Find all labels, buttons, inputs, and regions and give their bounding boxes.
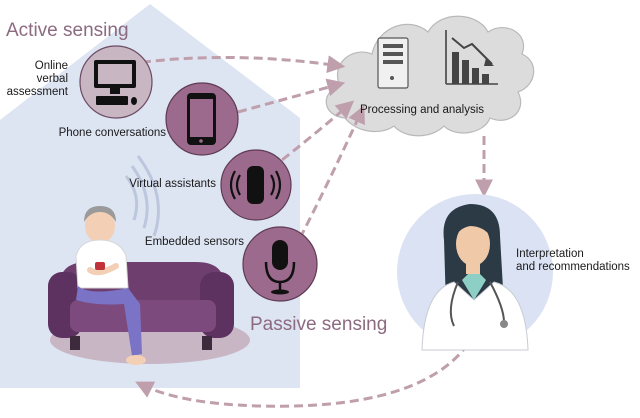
phone-icon — [187, 93, 216, 145]
active-sensing-heading: Active sensing — [6, 20, 129, 41]
interpretation-line-2: and recommendations — [516, 261, 630, 273]
processing-label: Processing and analysis — [360, 104, 485, 116]
signal-waves-icon — [124, 155, 160, 237]
smart-speaker-icon — [229, 166, 282, 204]
chart-icon — [445, 30, 498, 85]
online-assessment-line-2: verbal — [36, 73, 68, 85]
microphone-icon — [264, 240, 296, 295]
doctor-figure — [421, 204, 529, 351]
elderly-person — [75, 206, 146, 365]
server-icon — [377, 37, 409, 89]
computer-icon — [94, 60, 137, 105]
data-flow-arrows — [127, 55, 493, 408]
interpretation-line-1: Interpretation — [516, 248, 584, 260]
virtual-assistants-label: Virtual assistants — [129, 178, 216, 190]
interpretation-label: Interpretation and recommendations — [516, 248, 640, 274]
online-assessment-label: Online verbal assessment — [2, 60, 68, 99]
embedded-sensors-label: Embedded sensors — [144, 236, 244, 248]
online-assessment-line-1: Online — [34, 60, 68, 72]
online-assessment-line-3: assessment — [6, 86, 68, 98]
phone-conversations-label: Phone conversations — [58, 127, 166, 139]
passive-sensing-heading: Passive sensing — [250, 314, 388, 335]
